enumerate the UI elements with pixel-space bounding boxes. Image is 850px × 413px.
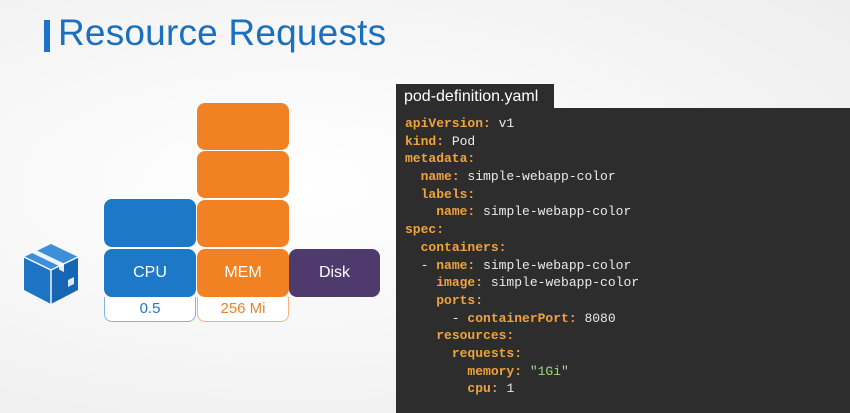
yaml-value: v1 bbox=[490, 116, 515, 131]
yaml-indent bbox=[405, 381, 467, 396]
cpu-block bbox=[104, 249, 196, 297]
package-box-icon bbox=[23, 244, 79, 304]
yaml-key: spec: bbox=[405, 222, 445, 238]
yaml-indent bbox=[405, 346, 452, 361]
yaml-indent bbox=[405, 204, 436, 219]
yaml-value: 8080 bbox=[576, 310, 616, 326]
yaml-value: simple-webapp-color bbox=[475, 204, 632, 220]
yaml-line: - name: simple-webapp-color bbox=[405, 257, 850, 275]
yaml-indent bbox=[405, 293, 436, 308]
yaml-line: image: simple-webapp-color bbox=[405, 274, 850, 292]
yaml-value: "1Gi" bbox=[522, 363, 569, 379]
yaml-key: cpu: bbox=[467, 381, 499, 397]
yaml-key: resources: bbox=[436, 328, 515, 344]
yaml-key: name: bbox=[420, 169, 460, 185]
yaml-key: requests: bbox=[451, 345, 523, 361]
title-accent-bar bbox=[44, 20, 50, 52]
yaml-value: simple-webapp-color bbox=[475, 257, 632, 273]
yaml-indent: - bbox=[405, 257, 437, 273]
yaml-key: ports: bbox=[436, 292, 484, 308]
yaml-line: ports: bbox=[405, 292, 850, 310]
yaml-line: containers: bbox=[405, 239, 850, 257]
disk-label: Disk bbox=[318, 264, 351, 281]
yaml-key: apiVersion: bbox=[405, 116, 491, 131]
slide-title: Resource Requests bbox=[58, 12, 387, 53]
yaml-line: resources: bbox=[405, 327, 850, 345]
yaml-line: apiVersion: v1 bbox=[405, 115, 850, 133]
yaml-indent bbox=[405, 187, 421, 202]
yaml-filename-tab: pod-definition.yaml bbox=[396, 84, 554, 110]
cpu-block-top bbox=[104, 199, 196, 247]
yaml-indent bbox=[405, 169, 421, 184]
yaml-line: cpu: 1 bbox=[405, 380, 850, 398]
yaml-key: labels: bbox=[420, 186, 476, 202]
yaml-line: name: simple-webapp-color bbox=[405, 203, 850, 221]
yaml-indent bbox=[405, 240, 421, 255]
yaml-key: kind: bbox=[405, 133, 445, 149]
cpu-value: 0.5 bbox=[104, 297, 196, 322]
yaml-indent bbox=[405, 328, 436, 343]
yaml-line: kind: Pod bbox=[405, 133, 850, 151]
yaml-key: image: bbox=[436, 275, 484, 291]
yaml-key: containers: bbox=[420, 239, 507, 255]
yaml-value: Pod bbox=[444, 133, 476, 149]
yaml-line: labels: bbox=[405, 186, 850, 204]
yaml-key: name: bbox=[436, 257, 476, 273]
yaml-line: metadata: bbox=[405, 150, 850, 168]
mem-block-3 bbox=[197, 151, 289, 198]
mem-block-2 bbox=[197, 200, 289, 247]
yaml-key: memory: bbox=[467, 363, 523, 379]
yaml-line: memory: "1Gi" bbox=[405, 363, 850, 381]
yaml-value: simple-webapp-color bbox=[459, 169, 616, 185]
yaml-key: metadata: bbox=[405, 151, 476, 167]
yaml-value: simple-webapp-color bbox=[483, 275, 640, 291]
mem-label: MEM bbox=[224, 264, 262, 281]
yaml-value: 1 bbox=[498, 381, 515, 397]
mem-block-4 bbox=[197, 103, 289, 150]
mem-value: 256 Mi bbox=[197, 297, 289, 322]
cpu-label: CPU bbox=[133, 264, 167, 281]
yaml-line: requests: bbox=[405, 345, 850, 363]
mem-block bbox=[197, 249, 289, 297]
yaml-key: name: bbox=[436, 204, 476, 220]
yaml-indent bbox=[405, 275, 436, 290]
yaml-key: containerPort: bbox=[467, 310, 577, 326]
yaml-indent bbox=[405, 364, 467, 379]
yaml-indent: - bbox=[405, 310, 468, 326]
yaml-line: - containerPort: 8080 bbox=[405, 310, 850, 328]
yaml-line: spec: bbox=[405, 221, 850, 239]
yaml-line: name: simple-webapp-color bbox=[405, 168, 850, 186]
disk-block bbox=[289, 249, 380, 297]
